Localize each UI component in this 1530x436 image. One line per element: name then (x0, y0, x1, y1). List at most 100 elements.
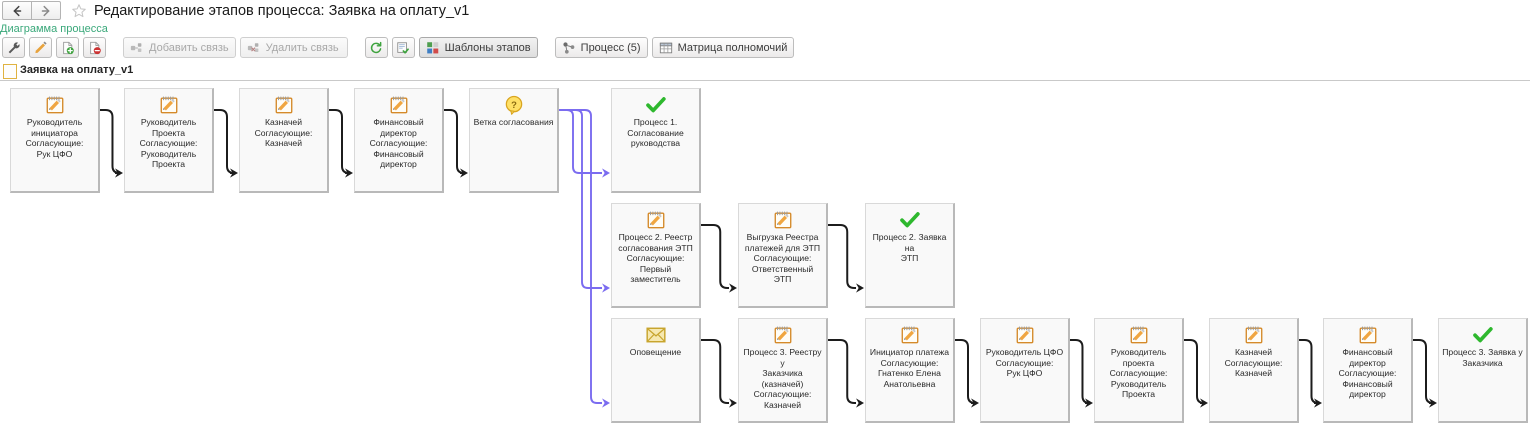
green-check-icon (1472, 325, 1493, 345)
save-diagram-button[interactable] (391, 37, 415, 58)
diagram-node[interactable]: Казначей Согласующие: Казначей (1209, 318, 1299, 423)
task-pencil-icon (1016, 326, 1033, 344)
green-check-icon (1472, 327, 1493, 343)
diagram-node[interactable]: Руководитель ЦФО Согласующие: Рук ЦФО (980, 318, 1070, 423)
stage-templates-button-label: Шаблоны этапов (444, 41, 531, 54)
diagram-node[interactable]: Выгрузка Реестра платежей для ЭТП Соглас… (738, 203, 828, 308)
diagram-node[interactable]: Оповещение (611, 318, 701, 423)
add-link-icon (130, 42, 142, 52)
arrow-right-icon (41, 5, 50, 16)
diagram-node-label: Процесс 3. Реестру у Заказчика (казначей… (743, 347, 822, 410)
settings-wrench-button[interactable] (2, 37, 25, 58)
diagram-node-label: Процесс 2. Заявка на ЭТП (872, 232, 947, 264)
diagram-node[interactable]: Руководитель Проекта Согласующие: Руково… (124, 88, 214, 193)
connector-line (828, 339, 856, 404)
connector-line (444, 109, 465, 174)
document-tab-label[interactable]: Заявка на оплату_v1 (20, 64, 134, 76)
document-add-icon (62, 41, 74, 54)
diagram-node[interactable]: Руководитель проекта Согласующие: Руково… (1094, 318, 1184, 423)
authority-matrix-button[interactable]: Матрица полномочий (651, 37, 795, 58)
envelope-icon (645, 325, 666, 345)
section-label: Диаграмма процесса (0, 23, 108, 35)
task-pencil-icon (1245, 326, 1262, 344)
connector-line (100, 109, 120, 174)
task-pencil-icon (900, 325, 920, 345)
connector-arrowhead (602, 283, 610, 293)
branch-question-icon: ? (504, 95, 524, 115)
diagram-node[interactable]: Процесс 1. Согласование руководства (611, 88, 701, 193)
connector-arrowhead (230, 168, 238, 178)
connector-arrowhead (1429, 398, 1437, 408)
connector-line (1413, 339, 1434, 404)
page-title: Редактирование этапов процесса: Заявка н… (94, 2, 470, 19)
stage-templates-button[interactable]: Шаблоны этапов (418, 37, 538, 58)
envelope-icon (645, 327, 666, 343)
save-check-icon (397, 41, 410, 54)
green-check-icon (899, 212, 920, 228)
connector-line (214, 109, 235, 174)
task-pencil-icon (1359, 326, 1376, 344)
favorite-star-icon[interactable] (70, 2, 87, 19)
edit-pencil-button[interactable] (29, 37, 52, 58)
connector-line (1070, 339, 1090, 404)
document-tab-strip: Заявка на оплату_v1 (0, 62, 1530, 81)
diagram-node-label: Процесс 1. Согласование руководства (627, 117, 684, 149)
svg-text:?: ? (511, 100, 517, 111)
connector-line (559, 109, 602, 404)
matrix-icon (659, 42, 672, 53)
task-pencil-icon (390, 96, 407, 114)
back-button[interactable] (2, 1, 32, 20)
diagram-node[interactable]: Руководитель инициатора Согласующие: Рук… (10, 88, 100, 193)
task-pencil-icon (1358, 325, 1378, 345)
task-pencil-icon (901, 326, 918, 344)
diagram-node[interactable]: Процесс 2. Реестр согласования ЭТП Согла… (611, 203, 701, 308)
diagram-node[interactable]: ? Ветка согласования (469, 88, 559, 193)
green-check-icon (899, 210, 920, 230)
task-pencil-icon (159, 95, 179, 115)
diagram-node-label: Финансовый директор Согласующие: Финансо… (1338, 347, 1397, 400)
process-button[interactable]: Процесс (5) (554, 37, 648, 58)
connector-arrowhead (460, 168, 468, 178)
diagram-node[interactable]: Финансовый директор Согласующие: Финансо… (354, 88, 444, 193)
connector-arrowhead (729, 283, 737, 293)
green-check-icon (645, 95, 666, 115)
connector-arrowhead (1085, 398, 1093, 408)
diagram-node-label: Финансовый директор Согласующие: Финансо… (369, 117, 428, 170)
connector-line (559, 109, 602, 174)
templates-icon (426, 41, 438, 53)
diagram-node-label: Ветка согласования (473, 117, 554, 127)
diagram-node[interactable]: Процесс 2. Заявка на ЭТП (865, 203, 955, 308)
task-pencil-icon (774, 326, 791, 344)
task-pencil-icon (1129, 325, 1149, 345)
pencil-icon (34, 41, 47, 53)
connector-arrowhead (971, 398, 979, 408)
connector-line (1184, 339, 1205, 404)
connector-line (701, 224, 729, 289)
task-pencil-icon (275, 96, 292, 114)
authority-matrix-button-label: Матрица полномочий (677, 41, 788, 54)
diagram-node-label: Процесс 2. Реестр согласования ЭТП Согла… (618, 232, 693, 285)
wrench-icon (8, 41, 20, 53)
connector-line (701, 339, 729, 404)
connector-arrowhead (856, 398, 864, 408)
process-diagram-canvas[interactable]: Руководитель инициатора Согласующие: Рук… (0, 81, 1530, 436)
arrow-left-icon (13, 5, 22, 16)
diagram-node[interactable]: Финансовый директор Согласующие: Финансо… (1323, 318, 1413, 423)
document-tab-chip (3, 64, 17, 79)
diagram-node[interactable]: Инициатор платежа Согласующие: Гнатенко … (865, 318, 955, 423)
diagram-node-label: Казначей Согласующие: Казначей (254, 117, 313, 149)
connector-arrowhead (602, 398, 610, 408)
diagram-node[interactable]: Процесс 3. Заявка у Заказчика (1438, 318, 1528, 423)
forward-button[interactable] (32, 1, 61, 20)
refresh-icon (370, 41, 382, 53)
task-pencil-icon (1244, 325, 1264, 345)
diagram-node[interactable]: Казначей Согласующие: Казначей (239, 88, 329, 193)
delete-stage-button[interactable] (83, 37, 106, 58)
process-icon (563, 41, 574, 54)
diagram-node-label: Процесс 3. Заявка у Заказчика (1442, 347, 1523, 368)
add-stage-button[interactable] (56, 37, 79, 58)
refresh-button[interactable] (364, 37, 388, 58)
task-pencil-icon (160, 96, 177, 114)
diagram-node-label: Инициатор платежа Согласующие: Гнатенко … (869, 347, 950, 389)
diagram-node[interactable]: Процесс 3. Реестру у Заказчика (казначей… (738, 318, 828, 423)
